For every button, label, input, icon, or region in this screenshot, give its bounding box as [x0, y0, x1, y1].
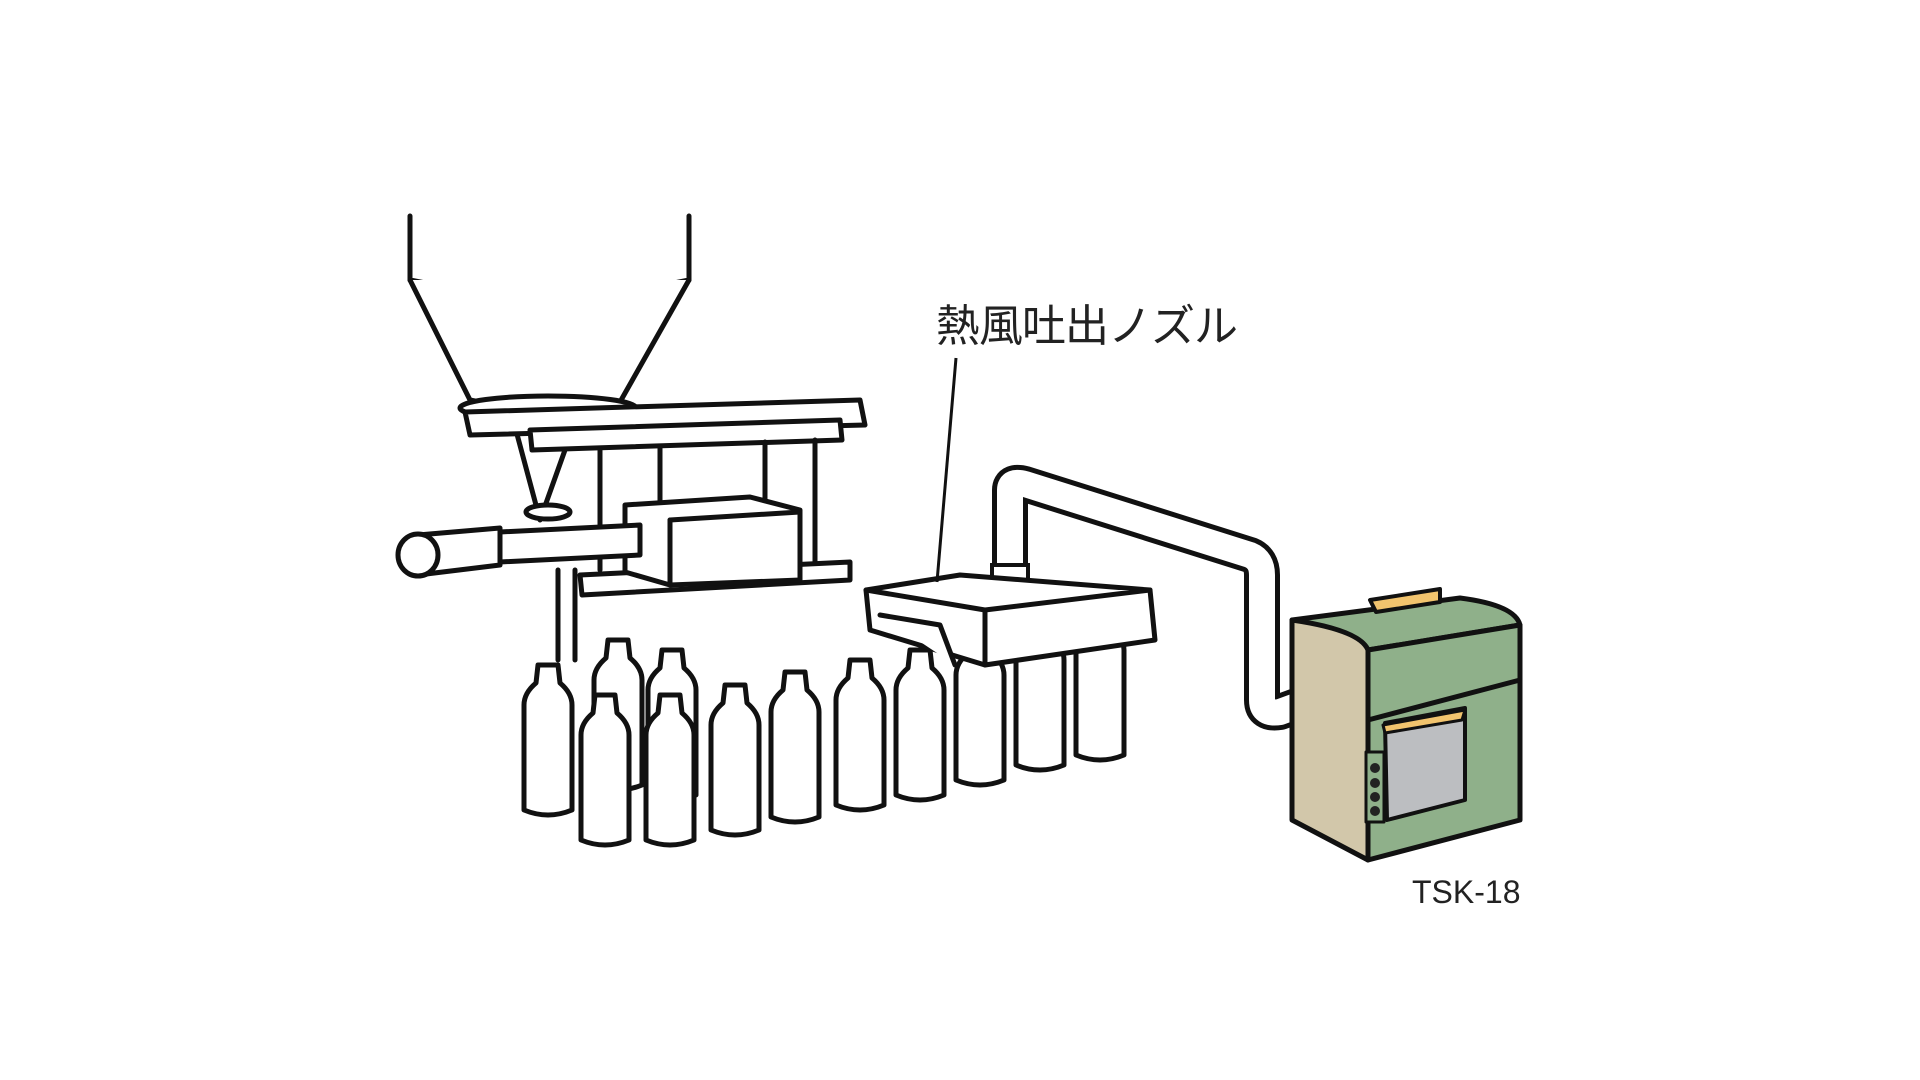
bottle: [521, 662, 575, 818]
feed-cylinder: [395, 522, 643, 579]
hot-air-nozzle: [863, 572, 1158, 668]
hopper: [407, 213, 692, 523]
top-handle: [1368, 587, 1442, 614]
hot-air-generator-tsk18: [1289, 587, 1523, 863]
filler-frame: [462, 397, 868, 663]
model-label: TSK-18: [1412, 874, 1521, 910]
window: [1383, 706, 1467, 822]
nozzle-leader-line: [935, 357, 958, 583]
bottle: [578, 692, 632, 848]
bottle: [708, 682, 762, 838]
bottle: [643, 692, 697, 848]
bottle: [893, 647, 947, 803]
nozzle-label: 熱風吐出ノズル: [936, 301, 1238, 352]
bottle: [833, 657, 887, 813]
bottle: [768, 669, 822, 825]
